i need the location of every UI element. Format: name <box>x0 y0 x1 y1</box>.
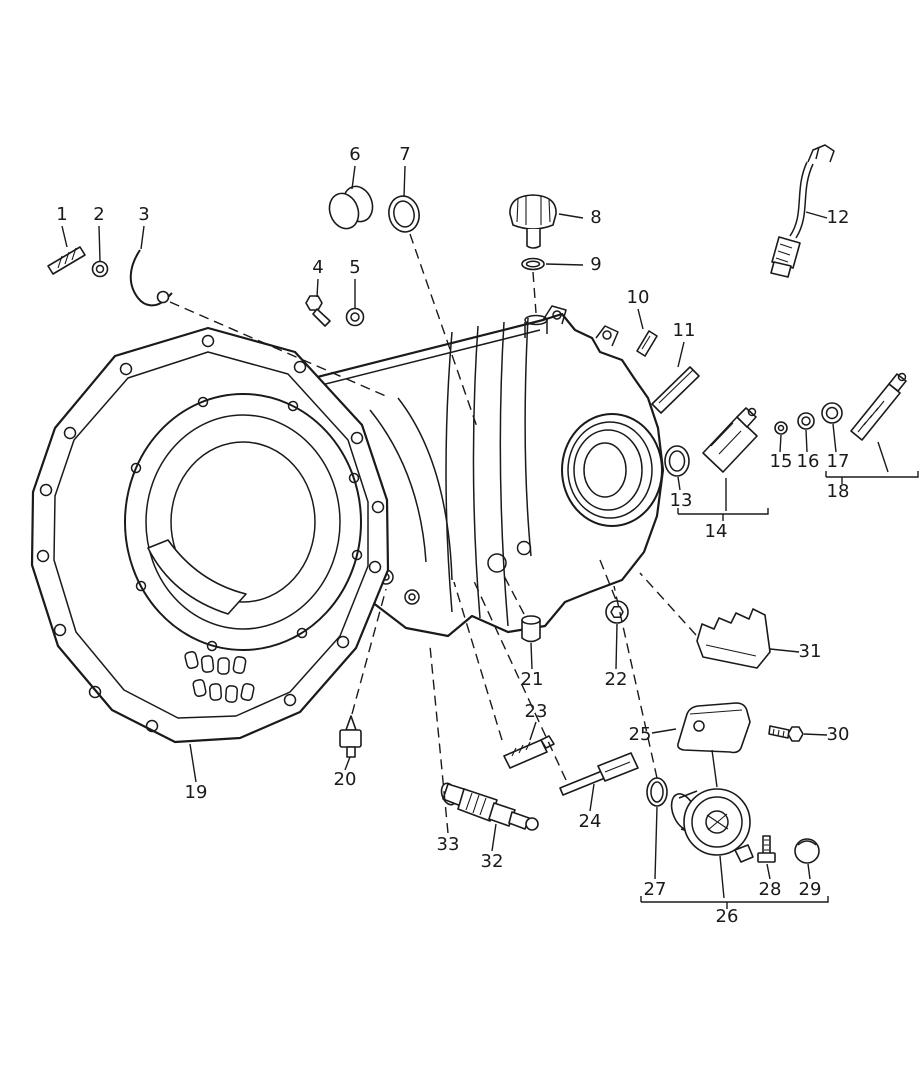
part-4-bolt <box>305 295 331 327</box>
part-callout-30: 30 <box>826 724 850 745</box>
inner-bolt-holes <box>130 396 363 652</box>
part-callout-5: 5 <box>349 257 361 278</box>
part-6-bushing <box>328 185 374 230</box>
part-callout-10: 10 <box>626 287 650 308</box>
part-13-seal-ring <box>664 445 690 477</box>
part-26-thermostat <box>670 788 754 863</box>
part-28-screw <box>757 835 776 863</box>
part-callout-7: 7 <box>399 144 411 165</box>
part-callout-28: 28 <box>758 879 782 900</box>
part-callout-24: 24 <box>578 811 602 832</box>
part-15-washer <box>774 421 788 435</box>
part-callout-27: 27 <box>643 879 667 900</box>
part-callout-11: 11 <box>672 320 696 341</box>
part-9-o-ring <box>521 257 545 271</box>
part-callout-13: 13 <box>669 490 693 511</box>
part-callout-25: 25 <box>628 724 652 745</box>
part-callout-4: 4 <box>312 257 324 278</box>
part-8-breather-cap <box>509 194 557 249</box>
group-brackets <box>640 471 919 909</box>
part-callout-32: 32 <box>480 851 504 872</box>
part-24-rod <box>559 752 639 796</box>
part-12-sensor-cable <box>770 144 835 278</box>
part-22-drain-plug <box>605 600 629 624</box>
bell-housing <box>30 326 390 744</box>
part-5-washer <box>345 307 365 327</box>
part-30-bolt <box>768 725 804 742</box>
part-callout-6: 6 <box>349 144 361 165</box>
part-7-seal-ring <box>388 195 420 233</box>
part-21-plug <box>521 615 541 643</box>
part-3-lever <box>129 249 173 307</box>
part-callout-31: 31 <box>798 641 822 662</box>
part-callout-19: 19 <box>184 782 208 803</box>
part-callout-9: 9 <box>590 254 602 275</box>
part-11-pin <box>651 366 700 414</box>
vent-slots <box>184 651 255 703</box>
part-29-cap <box>794 838 820 864</box>
part-callout-8: 8 <box>590 207 602 228</box>
dashed-leader-lines <box>169 233 697 834</box>
part-callout-15: 15 <box>769 451 793 472</box>
part-23-fitting <box>503 735 555 769</box>
part-callout-2: 2 <box>93 204 105 225</box>
part-16-washer <box>797 412 815 430</box>
part-callout-23: 23 <box>524 701 548 722</box>
part-callout-16: 16 <box>796 451 820 472</box>
part-14-switch <box>702 407 758 473</box>
part-callout-18: 18 <box>826 481 850 502</box>
part-callout-21: 21 <box>520 669 544 690</box>
part-callout-29: 29 <box>798 879 822 900</box>
part-31-retainer-clip <box>696 608 771 669</box>
part-callout-26: 26 <box>715 906 739 927</box>
part-18-drive-shaft <box>850 372 907 441</box>
part-callout-22: 22 <box>604 669 628 690</box>
part-callout-12: 12 <box>826 207 850 228</box>
part-callout-20: 20 <box>333 769 357 790</box>
part-callout-17: 17 <box>826 451 850 472</box>
part-2-washer <box>91 260 109 278</box>
part-10-dowel-pin <box>636 330 658 357</box>
part-callout-33: 33 <box>436 834 460 855</box>
leader-lines <box>61 165 889 899</box>
part-25-bracket <box>677 702 751 754</box>
part-callout-3: 3 <box>138 204 150 225</box>
part-1-stud <box>47 246 86 275</box>
flange-bolt-holes <box>36 334 385 733</box>
part-17-ring <box>821 402 843 424</box>
part-callout-1: 1 <box>56 204 68 225</box>
part-20-switch <box>339 715 362 758</box>
part-callout-14: 14 <box>704 521 728 542</box>
part-32-sensor-switch <box>440 782 539 831</box>
